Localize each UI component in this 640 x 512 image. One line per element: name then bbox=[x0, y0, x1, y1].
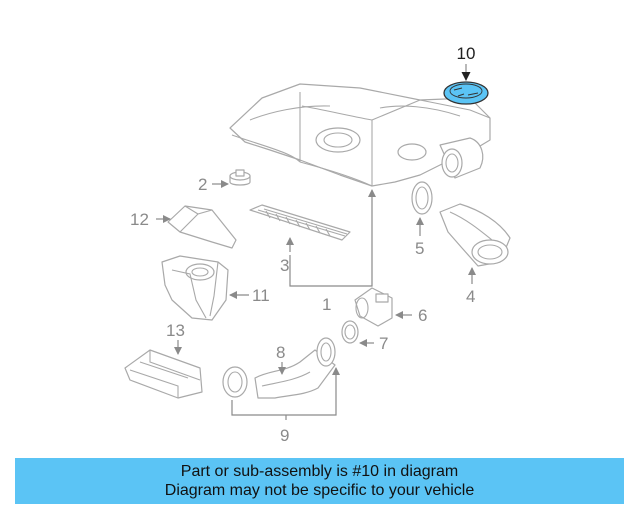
callout-13: 13 bbox=[166, 321, 185, 340]
callout-4: 4 bbox=[466, 287, 475, 306]
banner-line-1: Part or sub-assembly is #10 in diagram bbox=[180, 463, 459, 480]
engine-cover-part-1 bbox=[229, 83, 491, 187]
duct-part-13 bbox=[124, 349, 203, 399]
oring-part-7 bbox=[341, 320, 359, 344]
intake-hose-part-8 bbox=[222, 337, 336, 399]
info-banner: Part or sub-assembly is #10 in diagram D… bbox=[15, 458, 624, 504]
callout-11: 11 bbox=[252, 286, 270, 305]
cover-part-12 bbox=[167, 205, 237, 249]
highlighted-part-10 bbox=[443, 81, 489, 105]
plug-part-2 bbox=[229, 169, 251, 186]
air-filter-part-3 bbox=[249, 204, 351, 241]
callout-8: 8 bbox=[276, 343, 285, 362]
sensor-part-6 bbox=[354, 287, 393, 327]
callout-12: 12 bbox=[130, 210, 149, 229]
banner-line-2: Diagram may not be specific to your vehi… bbox=[164, 482, 475, 499]
callout-6: 6 bbox=[418, 306, 427, 325]
clamp-part-5 bbox=[411, 181, 433, 215]
leader-lines bbox=[156, 64, 476, 420]
callout-1: 1 bbox=[322, 295, 331, 314]
callout-3: 3 bbox=[280, 256, 289, 275]
callout-10: 10 bbox=[457, 44, 476, 63]
callout-9: 9 bbox=[280, 426, 289, 445]
hose-part-4 bbox=[439, 203, 511, 267]
callout-5: 5 bbox=[415, 239, 424, 258]
callout-2: 2 bbox=[198, 175, 207, 194]
callout-7: 7 bbox=[379, 334, 388, 353]
parts-diagram: 10 2 12 3 11 1 5 4 6 7 8 13 9 bbox=[124, 44, 511, 445]
airbox-part-11 bbox=[161, 255, 229, 321]
